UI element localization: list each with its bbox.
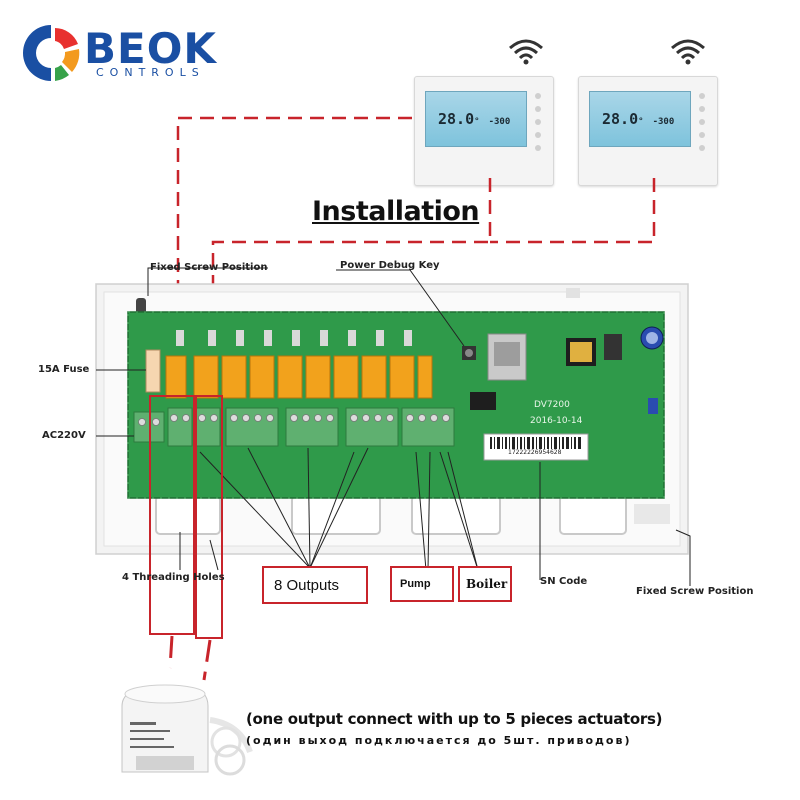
thermostat-1: 28.0° -300: [414, 76, 554, 186]
wifi-icon: [671, 39, 705, 65]
fixed-screw-label-top: Fixed Screw Position: [150, 262, 268, 273]
brand-name: BEOK: [84, 24, 217, 73]
actuator: [121, 684, 253, 776]
callout-leader-lines: [96, 267, 691, 586]
fixed-screw-label-right: Fixed Screw Position: [636, 586, 754, 597]
sn-code-label: SN Code: [540, 576, 588, 587]
pump-label: Pump: [390, 566, 454, 602]
threading-holes-label: 4 Threading Holes: [122, 572, 225, 583]
thermostat-temp: 28.0: [602, 110, 639, 128]
brand-tagline: CONTROLS: [96, 66, 205, 79]
thermostat-2: 28.0° -300: [578, 76, 718, 186]
thermostat-unit: °: [474, 117, 480, 127]
page-title: Installation: [312, 196, 480, 227]
thermostat-unit: °: [638, 117, 644, 127]
wifi-icon: [509, 39, 543, 65]
output-highlight-boxes: [149, 395, 223, 639]
thermostat-setpoint: -300: [488, 117, 511, 127]
ac-voltage-label: AC220V: [42, 430, 86, 441]
thermostat-display: 28.0° -300: [425, 91, 527, 147]
actuator-wire-dashes: [168, 635, 212, 681]
actuator-note-ru: (один выход подключается до 5шт. приводо…: [246, 734, 632, 747]
fuse-label: 15A Fuse: [38, 364, 90, 375]
board-serial: 17222226954628: [508, 449, 562, 456]
outputs-label: 8 Outputs: [262, 566, 368, 604]
board-date: 2016-10-14: [530, 416, 583, 426]
thermostat-buttons: [535, 93, 543, 158]
thermostat-buttons: [699, 93, 707, 158]
boiler-label: Boiler: [458, 566, 512, 602]
brand-logo-icon: [23, 25, 80, 81]
thermostat-display: 28.0° -300: [589, 91, 691, 147]
power-debug-label: Power Debug Key: [340, 260, 440, 271]
actuator-note-en: (one output connect with up to 5 pieces …: [246, 710, 663, 728]
board-model: DV7200: [534, 400, 570, 410]
thermostat-temp: 28.0: [438, 110, 475, 128]
thermostat-setpoint: -300: [652, 117, 675, 127]
controller-pcb: [127, 311, 665, 499]
